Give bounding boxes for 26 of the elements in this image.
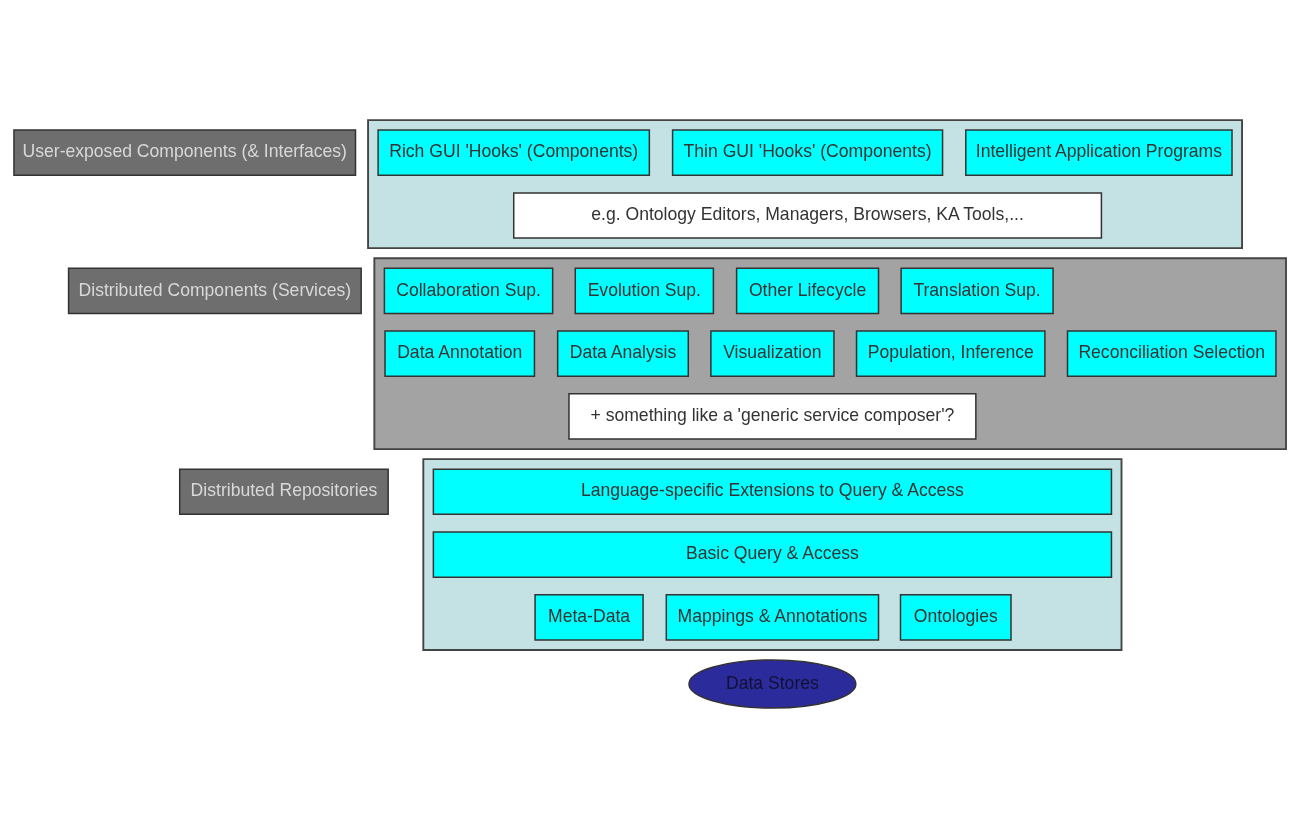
node-box: Data Analysis — [556, 330, 690, 377]
node-box: Mappings & Annotations — [665, 594, 880, 641]
node-box: Distributed Components (Services) — [67, 267, 362, 315]
node-box: Meta-Data — [534, 594, 644, 641]
node-box: Distributed Repositories — [178, 468, 389, 516]
node-box: Thin GUI 'Hooks' (Components) — [671, 129, 944, 177]
node-box: Data Annotation — [384, 330, 536, 377]
cluster — [367, 119, 1243, 250]
node-box: Translation Sup. — [900, 267, 1054, 315]
node-box: + something like a 'generic service composer'? — [568, 393, 977, 440]
node-box: Rich GUI 'Hooks' (Components) — [377, 129, 651, 177]
node-ellipse: Data Stores — [688, 659, 857, 709]
node-box: Evolution Sup. — [574, 267, 715, 315]
node-box: Visualization — [710, 330, 835, 377]
node-box: Reconciliation Selection — [1066, 330, 1277, 377]
node-box: Ontologies — [899, 594, 1012, 641]
node-box: User-exposed Components (& Interfaces) — [13, 129, 357, 177]
cluster — [422, 458, 1123, 651]
node-box: Population, Inference — [855, 330, 1046, 377]
node-box: Collaboration Sup. — [383, 267, 554, 315]
node-box: Other Lifecycle — [735, 267, 880, 315]
cluster — [373, 257, 1287, 450]
node-box: Language-specific Extensions to Query & Access — [432, 468, 1113, 516]
node-box: Intelligent Application Programs — [965, 129, 1233, 177]
node-box: Basic Query & Access — [432, 531, 1113, 578]
node-box: e.g. Ontology Editors, Managers, Browsers, KA Tools,... — [512, 192, 1103, 239]
